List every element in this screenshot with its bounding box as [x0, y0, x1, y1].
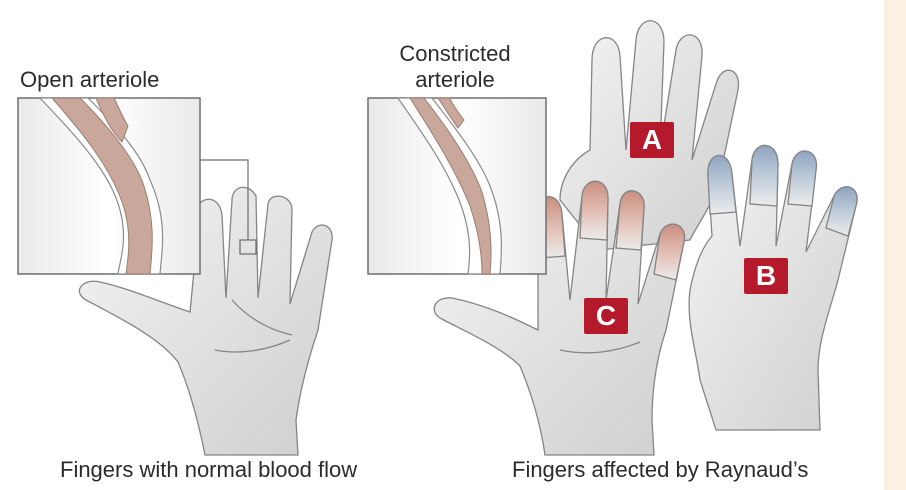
constricted-arteriole-inset [368, 98, 546, 274]
badge-c: C [584, 298, 628, 334]
open-arteriole-inset [18, 98, 200, 274]
badge-b: B [744, 258, 788, 294]
raynauds-caption: Fingers affected by Raynaud’s [512, 458, 808, 482]
constricted-arteriole-label-line1: Constricted [380, 42, 530, 66]
normal-blood-flow-caption: Fingers with normal blood flow [60, 458, 357, 482]
open-arteriole-label: Open arteriole [20, 68, 159, 92]
badge-a: A [630, 122, 674, 158]
constricted-arteriole-label-line2: arteriole [380, 68, 530, 92]
